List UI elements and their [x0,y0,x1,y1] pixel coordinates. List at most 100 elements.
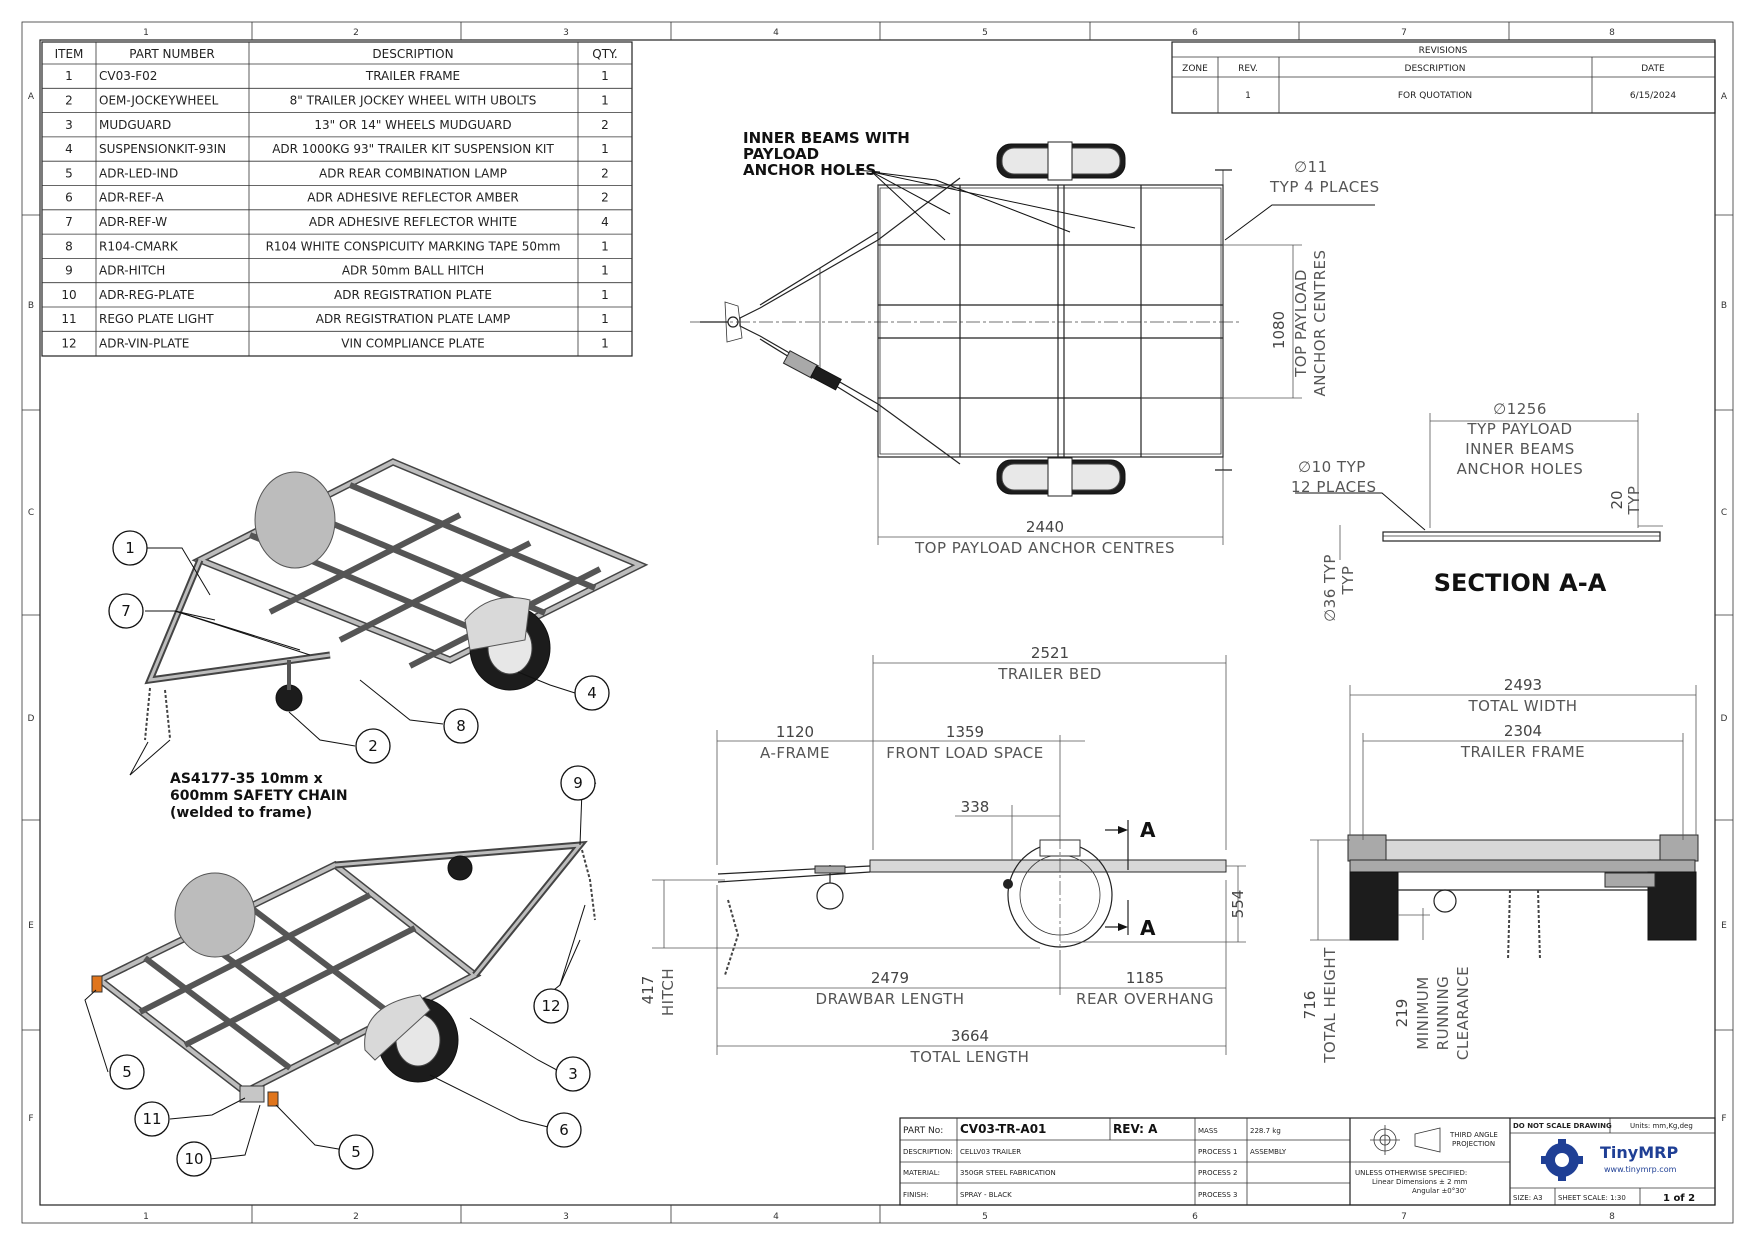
bom-row-qty: 2 [601,191,609,205]
tb-desc: CELLV03 TRAILER [960,1148,1021,1156]
tb-do-not-scale: DO NOT SCALE DRAWING [1513,1122,1612,1130]
zone-row-B-right: B [1721,301,1727,311]
iso-view-bottom: 9 12 5 3 11 6 10 5 [84,765,597,1177]
sec-l3: ANCHOR HOLES [1457,460,1584,478]
dim-total-width: TOTAL WIDTH [1467,697,1577,715]
dim-a-frame: A-FRAME [760,744,830,762]
sec-12places: 12 PLACES [1291,478,1377,496]
svg-text:1: 1 [125,539,135,557]
bom-row-part-number: REGO PLATE LIGHT [99,312,214,326]
dim-1080-l1: TOP PAYLOAD [1292,269,1310,378]
top-note-l2: PAYLOAD [743,145,819,163]
bom-row-item: 10 [61,288,76,302]
side-view: A A 2521 TRAILER BED 1120 A-FRAME 1359 F… [639,644,1247,1066]
tinymrp-logo-icon [1541,1139,1583,1181]
sec-dia36: ∅36 TYP [1321,554,1339,622]
dim-min-l2: RUNNING [1434,976,1452,1051]
bom-row-item: 2 [65,93,73,107]
bom-row-part-number: MUDGUARD [99,118,171,132]
rev-value-date: 6/15/2024 [1630,91,1676,101]
zone-col-6-bottom: 6 [1192,1212,1198,1222]
top-note-l3: ANCHOR HOLES [743,161,876,179]
revisions-table: REVISIONS ZONE REV. DESCRIPTION DATE 1 F… [1171,41,1716,114]
tb-projection-l2: PROJECTION [1452,1140,1495,1148]
balloon-11: 11 [134,1101,170,1137]
rev-value-rev: 1 [1245,91,1251,101]
bom-row-qty: 1 [601,264,609,278]
svg-text:5: 5 [351,1143,361,1161]
svg-text:5: 5 [122,1063,132,1081]
iso-view-top: AS4177-35 10mm x 600mm SAFETY CHAIN (wel… [108,458,649,821]
zone-row-F-left: F [28,1114,33,1124]
bom-row-item: 6 [65,191,73,205]
tb-material-label: MATERIAL: [903,1169,940,1177]
tb-tol-l1: UNLESS OTHERWISE SPECIFIED: [1355,1169,1467,1177]
zone-row-A-left: A [28,92,35,102]
section-a-a: ∅1256 TYP PAYLOAD INNER BEAMS ANCHOR HOL… [1291,400,1663,622]
title-block: PART No: CV03-TR-A01 REV: A MASS 228.7 k… [899,1117,1716,1206]
zone-col-4-bottom: 4 [773,1212,779,1222]
svg-text:12: 12 [541,997,560,1015]
bom-row-part-number: R104-CMARK [99,239,179,253]
bom-row-item: 12 [61,336,76,350]
dim-1080: 1080 [1270,311,1288,349]
dim-min-l1: MINIMUM [1414,976,1432,1049]
zone-col-5-top: 5 [982,28,988,38]
dim-1120: 1120 [776,723,814,741]
bom-row-part-number: CV03-F02 [99,69,157,83]
zone-col-8-bottom: 8 [1609,1212,1615,1222]
bom-row-qty: 1 [601,312,609,326]
bom-row-part-number: ADR-REF-W [99,215,167,229]
svg-text:10: 10 [184,1150,203,1168]
rev-header-desc: DESCRIPTION [1405,64,1466,74]
tb-brand: TinyMRP [1600,1143,1678,1162]
dim-drawbar: DRAWBAR LENGTH [816,990,965,1008]
rear-view: 2493 TOTAL WIDTH 2304 TRAILER FRAME 716 … [1301,676,1699,1064]
bom-header-partnumber: PART NUMBER [129,47,215,61]
chain-note-l3: (welded to frame) [170,805,312,821]
tb-finish-label: FINISH: [903,1191,928,1199]
zone-col-1-top: 1 [143,28,149,38]
rev-header-zone: ZONE [1182,64,1208,74]
dim-rear-overhang: REAR OVERHANG [1076,990,1214,1008]
chain-note-l1: AS4177-35 10mm x [170,771,323,787]
sec-dia-1256: ∅1256 [1493,400,1547,418]
zone-row-E-left: E [28,921,34,931]
bom-row-qty: 2 [601,166,609,180]
hole-dia: ∅11 [1294,158,1328,176]
bom-row-part-number: ADR-REF-A [99,191,165,205]
svg-text:4: 4 [587,684,597,702]
bom-row-qty: 1 [601,93,609,107]
rev-header-rev: REV. [1238,64,1258,74]
zone-row-B-left: B [28,301,34,311]
zone-row-C-left: C [28,508,34,518]
svg-text:2: 2 [368,737,378,755]
tb-process1: ASSEMBLY [1250,1148,1287,1156]
zone-col-6-top: 6 [1192,28,1198,38]
dim-hitch: HITCH [659,968,677,1016]
tb-size: SIZE: A3 [1513,1194,1543,1202]
tb-mass-label: MASS [1198,1127,1218,1135]
bom-row-item: 11 [61,312,76,326]
balloon-10: 10 [176,1141,212,1177]
rev-header-date: DATE [1641,64,1665,74]
zone-col-2-top: 2 [353,28,359,38]
zone-ticks [22,22,1733,1223]
tb-url: www.tinymrp.com [1604,1165,1677,1174]
zone-row-A-right: A [1721,92,1728,102]
bom-row-description: ADR 50mm BALL HITCH [342,264,484,278]
inner-border [39,39,1716,1206]
bom-row-part-number: SUSPENSIONKIT-93IN [99,142,226,156]
dim-417: 417 [639,976,657,1005]
bom-row-item: 1 [65,69,73,83]
bom-row-part-number: ADR-VIN-PLATE [99,336,189,350]
svg-text:6: 6 [559,1121,569,1139]
bom-row-part-number: ADR-LED-IND [99,166,178,180]
tb-process1-label: PROCESS 1 [1198,1148,1237,1156]
rev-value-desc: FOR QUOTATION [1398,91,1472,101]
sec-dim20: 20 [1608,490,1626,509]
zone-col-8-top: 8 [1609,28,1615,38]
bom-row-item: 9 [65,264,73,278]
